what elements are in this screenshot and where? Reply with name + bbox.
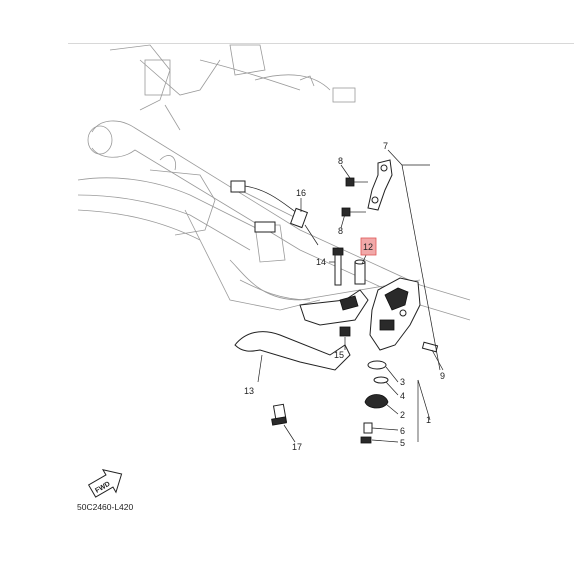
callout-7: 7 xyxy=(383,141,388,151)
callout-6: 6 xyxy=(400,426,405,436)
callout-15: 15 xyxy=(334,350,344,360)
callout-17: 17 xyxy=(292,442,302,452)
callout-labels: 7 8 16 8 12 14 15 13 9 3 4 2 1 6 5 17 xyxy=(244,141,445,452)
lever-perch xyxy=(299,289,369,326)
part-9-screw xyxy=(421,341,439,353)
part-15-nut xyxy=(339,326,351,337)
part-14-bolt xyxy=(332,247,344,286)
part-3-washer xyxy=(367,360,387,370)
callout-13: 13 xyxy=(244,386,254,396)
part-16-switch-lead xyxy=(230,180,319,246)
part-13-lever xyxy=(234,331,351,371)
part-4-washer xyxy=(373,376,389,384)
part-17-bolt xyxy=(271,403,288,426)
callout-16: 16 xyxy=(296,188,306,198)
callout-8-lower: 8 xyxy=(338,226,343,236)
part-5-bolt xyxy=(360,436,372,444)
callout-3: 3 xyxy=(400,377,405,387)
callout-9: 9 xyxy=(440,371,445,381)
part-8-bolt-lower xyxy=(341,207,366,217)
callout-2: 2 xyxy=(400,410,405,420)
fwd-arrow-icon: FWD xyxy=(87,468,123,498)
part-7-bracket xyxy=(367,159,393,211)
top-divider xyxy=(68,43,574,44)
part-8-bolt-upper xyxy=(345,177,368,187)
part-12-highlight xyxy=(360,237,377,256)
callout-1: 1 xyxy=(426,415,431,425)
part-2-cover xyxy=(364,394,389,409)
diagram-code: 50C2460-L420 xyxy=(77,502,134,512)
part-12-collar xyxy=(354,259,366,285)
callout-8-upper: 8 xyxy=(338,156,343,166)
callout-14: 14 xyxy=(316,257,326,267)
callout-4: 4 xyxy=(400,391,405,401)
part-1-lever-holder xyxy=(369,277,421,351)
background-assembly xyxy=(77,44,471,321)
part-6-bolt xyxy=(363,422,373,434)
callout-12: 12 xyxy=(363,242,373,252)
callout-5-a: 5 xyxy=(400,438,405,448)
